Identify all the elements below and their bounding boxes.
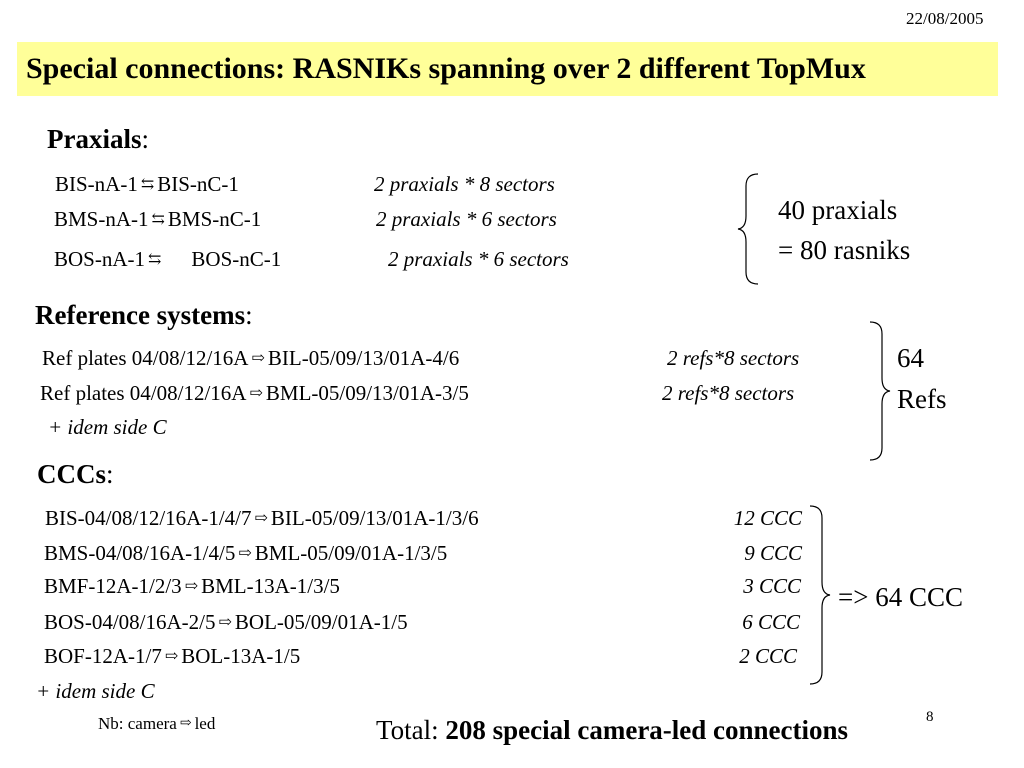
cccs-brace	[809, 505, 831, 685]
swap-arrow-icon: ⇆	[148, 251, 162, 268]
ccc-note: 12 CCC	[733, 506, 802, 530]
total-line: Total: 208 special camera-led connection…	[376, 715, 849, 745]
title-banner	[17, 42, 998, 96]
slide-title: Special connections: RASNIKs spanning ov…	[26, 52, 866, 85]
ccc-note: 3 CCC	[743, 574, 801, 598]
praxial-row: BOS-nA-1⇆BOS-nC-1	[54, 247, 282, 271]
ccc-row: BMS-04/08/16A-1/4/5⇨BML-05/09/01A-1/3/5	[44, 541, 448, 565]
praxials-brace	[737, 173, 759, 285]
ccc-row: BMF-12A-1/2/3⇨BML-13A-1/3/5	[44, 574, 340, 598]
swap-arrow-icon: ⇆	[140, 176, 155, 193]
reference-row: Ref plates 04/08/12/16A⇨BML-05/09/13/01A…	[40, 381, 469, 405]
ccc-note: 6 CCC	[742, 610, 800, 634]
ccc-row: BOF-12A-1/7⇨BOL-13A-1/5	[44, 644, 301, 668]
right-arrow-icon: ⇨	[238, 545, 252, 562]
ccc-idem: + idem side C	[36, 679, 155, 703]
praxial-row: BMS-nA-1⇆BMS-nC-1	[54, 207, 262, 231]
reference-summary-line1: 64	[897, 343, 924, 373]
swap-arrow-icon: ⇆	[151, 211, 165, 228]
slide-date: 22/08/2005	[906, 9, 984, 28]
reference-heading: Reference systems:	[35, 300, 253, 330]
ccc-note: 2 CCC	[739, 644, 797, 668]
total-value: 208 special camera-led connections	[445, 715, 849, 745]
right-arrow-icon: ⇨	[249, 385, 263, 402]
reference-brace	[869, 321, 891, 461]
reference-summary-line2: Refs	[897, 384, 947, 414]
nb-note: Nb: camera⇨led	[98, 714, 216, 733]
praxial-note: 2 praxials * 8 sectors	[374, 172, 555, 196]
right-arrow-icon: ⇨	[179, 716, 192, 731]
ccc-row: BOS-04/08/16A-2/5⇨BOL-05/09/01A-1/5	[44, 610, 408, 634]
ccc-note: 9 CCC	[744, 541, 802, 565]
right-arrow-icon: ⇨	[254, 510, 268, 527]
right-arrow-icon: ⇨	[164, 648, 179, 665]
reference-row: Ref plates 04/08/12/16A⇨BIL-05/09/13/01A…	[42, 346, 460, 370]
praxials-summary-line1: 40 praxials	[778, 195, 898, 225]
right-arrow-icon: ⇨	[218, 614, 232, 631]
praxial-note: 2 praxials * 6 sectors	[388, 247, 569, 271]
page-number: 8	[926, 709, 934, 725]
right-arrow-icon: ⇨	[184, 578, 199, 595]
reference-idem: + idem side C	[48, 415, 167, 439]
cccs-summary: => 64 CCC	[838, 582, 963, 612]
praxial-row: BIS-nA-1⇆BIS-nC-1	[55, 172, 239, 196]
reference-note: 2 refs*8 sectors	[667, 346, 800, 370]
praxial-note: 2 praxials * 6 sectors	[376, 207, 557, 231]
ccc-row: BIS-04/08/12/16A-1/4/7⇨BIL-05/09/13/01A-…	[45, 506, 479, 530]
cccs-heading: CCCs:	[37, 459, 114, 489]
praxials-heading: Praxials:	[47, 124, 150, 154]
praxials-summary-line2: = 80 rasniks	[778, 235, 911, 265]
reference-note: 2 refs*8 sectors	[662, 381, 795, 405]
right-arrow-icon: ⇨	[251, 350, 265, 367]
